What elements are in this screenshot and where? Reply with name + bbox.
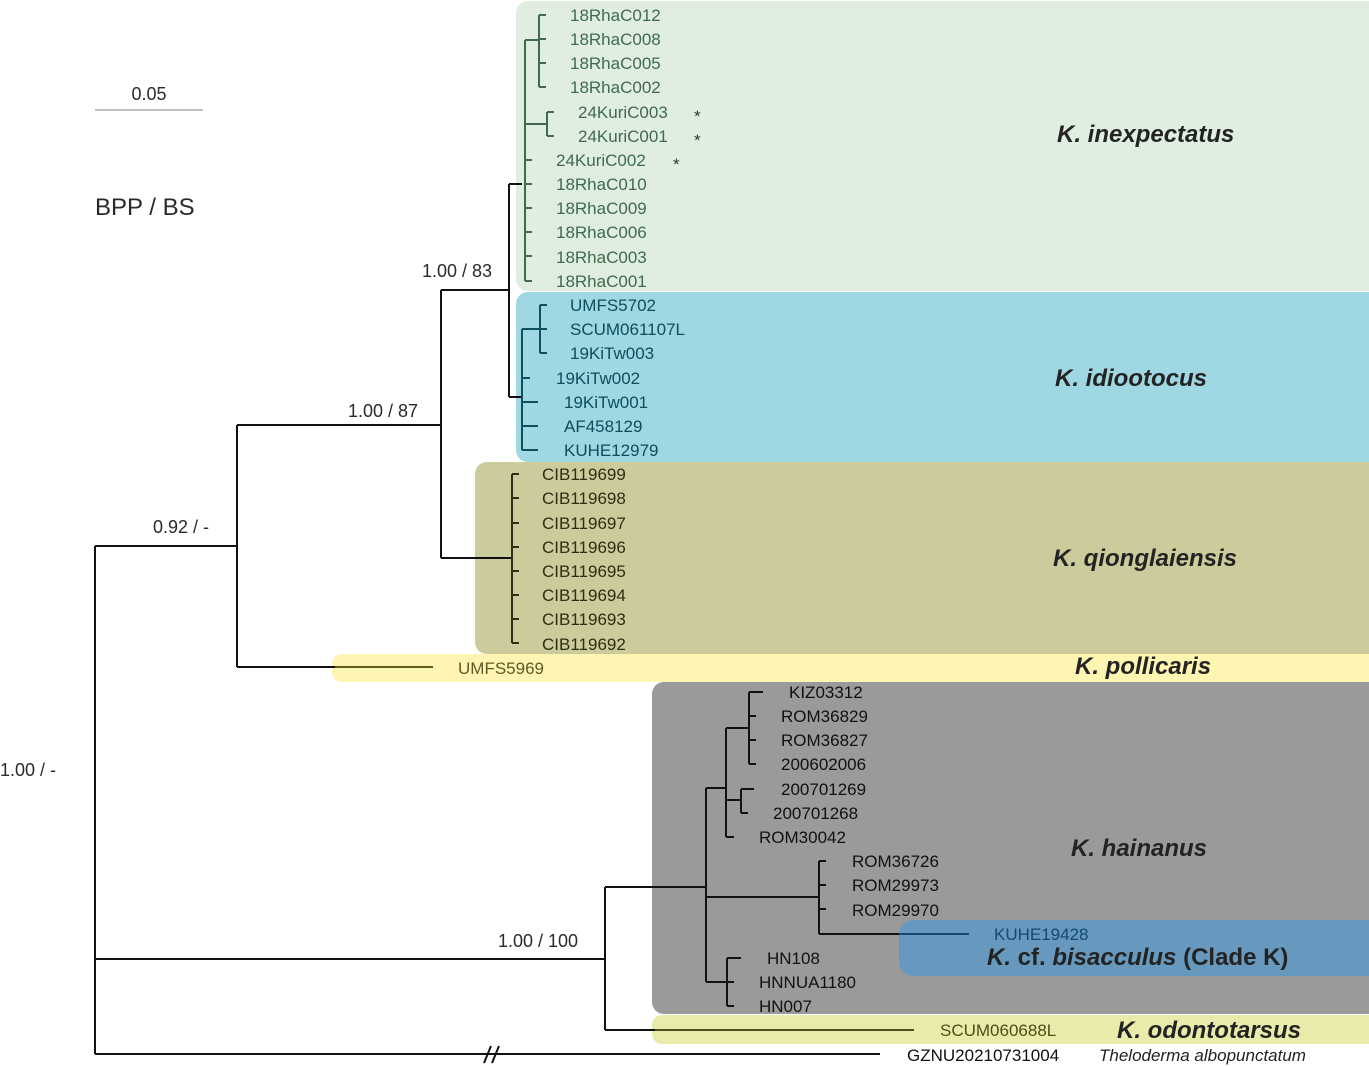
tip-label: GZNU20210731004 (907, 1046, 1059, 1065)
tip-label: HNNUA1180 (759, 973, 856, 992)
inexpectatus-branches (524, 14, 554, 282)
tip-label: ROM36829 (781, 707, 868, 726)
tip-label: ROM29973 (852, 876, 939, 895)
tip-label: CIB119697 (542, 514, 626, 533)
tip-label: SCUM060688L (940, 1021, 1056, 1040)
clade-label-inexpectatus: K. inexpectatus (1057, 121, 1234, 148)
tip-label: 19KiTw003 (570, 344, 654, 363)
clade-label-hainanus: K. hainanus (1071, 835, 1207, 862)
clade-label-qionglaiensis: K. qionglaiensis (1053, 545, 1237, 572)
tip-label: 18RhaC009 (556, 199, 647, 218)
support-legend: BPP / BS (95, 194, 195, 221)
tip-label: HN007 (759, 997, 812, 1016)
tip-label: CIB119695 (542, 562, 626, 581)
tip-label: ROM36827 (781, 731, 868, 750)
tip-label: ROM36726 (852, 852, 939, 871)
support-087: 1.00 / 87 (348, 401, 418, 421)
tip-label: ROM30042 (759, 828, 846, 847)
tip-label: SCUM061107L (570, 320, 685, 339)
tip-label: 18RhaC002 (570, 78, 661, 97)
support-092: 0.92 / - (153, 517, 209, 537)
branch-break-icon (483, 1045, 500, 1064)
clade-box-idiootocus (516, 292, 1369, 462)
idiootocus-branches (521, 304, 547, 451)
scale-bar-label: 0.05 (131, 84, 166, 104)
clade-label-pollicaris: K. pollicaris (1075, 653, 1211, 680)
clade-box-qionglaiensis (475, 462, 1369, 654)
tip-label: 24KuriC001 (578, 127, 668, 146)
clade-box-inexpectatus (516, 1, 1369, 291)
tip-label: 24KuriC003 (578, 103, 668, 122)
clade-label-bisacculus-genus: K. (987, 944, 1011, 971)
tip-label: CIB119693 (542, 610, 626, 629)
tip-label: KIZ03312 (789, 683, 863, 702)
clade-box-odontotarsus (652, 1015, 1369, 1044)
outgroup-species-label: Theloderma albopunctatum (1099, 1046, 1306, 1065)
qionglaiensis-branches (511, 473, 519, 644)
clade-label-odontotarsus: K. odontotarsus (1117, 1017, 1301, 1044)
tip-label: 18RhaC005 (570, 54, 661, 73)
tip-label: 18RhaC010 (556, 175, 647, 194)
tip-label: AF458129 (564, 417, 642, 436)
support-100: 1.00 / 100 (498, 931, 578, 951)
tip-label: CIB119699 (542, 465, 626, 484)
tip-label: UMFS5969 (458, 659, 544, 678)
clade-label-bisacculus: K. cf. bisacculus (Clade K) (987, 944, 1288, 971)
tip-label: CIB119694 (542, 586, 626, 605)
inexpectatus-tips: 18RhaC012 18RhaC008 18RhaC005 18RhaC002 … (556, 6, 668, 291)
tip-label: CIB119692 (542, 635, 626, 654)
tip-label: KUHE19428 (994, 925, 1089, 944)
idiootocus-tips: UMFS5702 SCUM061107L 19KiTw003 19KiTw002… (556, 296, 685, 460)
tip-label: 18RhaC006 (556, 223, 647, 242)
tip-label: KUHE12979 (564, 441, 659, 460)
tip-label: UMFS5702 (570, 296, 656, 315)
tip-label: 19KiTw001 (564, 393, 648, 412)
clade-label-bisacculus-species: bisacculus (1052, 944, 1176, 971)
tip-label: 19KiTw002 (556, 369, 640, 388)
support-root: 1.00 / - (0, 760, 56, 780)
tip-label: CIB119698 (542, 489, 626, 508)
star-icon: * (694, 131, 701, 150)
tip-label: 200602006 (781, 755, 866, 774)
tip-label: 18RhaC001 (556, 272, 647, 291)
star-icon: * (694, 107, 701, 126)
tip-label: 18RhaC003 (556, 248, 647, 267)
star-markers: * * * (673, 107, 701, 174)
tip-label: 200701268 (773, 804, 858, 823)
clade-label-bisacculus-cf: cf. (1011, 944, 1052, 971)
clade-box-bisacculus (899, 920, 1369, 976)
clade-label-bisacculus-suffix: (Clade K) (1176, 944, 1288, 971)
clade-label-idiootocus: K. idiootocus (1055, 365, 1207, 392)
qionglaiensis-tips: CIB119699 CIB119698 CIB119697 CIB119696 … (542, 465, 626, 654)
tip-label: 200701269 (781, 780, 866, 799)
clade-box-pollicaris (332, 654, 1369, 682)
tip-label: 24KuriC002 (556, 151, 646, 170)
tip-label: 18RhaC012 (570, 6, 661, 25)
star-icon: * (673, 155, 680, 174)
tip-label: ROM29970 (852, 901, 939, 920)
tip-label: CIB119696 (542, 538, 626, 557)
hainanus-tips: KIZ03312 ROM36829 ROM36827 200602006 200… (759, 683, 939, 1016)
tip-label: 18RhaC008 (570, 30, 661, 49)
hainanus-branches (705, 691, 899, 1007)
support-083: 1.00 / 83 (422, 261, 492, 281)
tip-label: HN108 (767, 949, 820, 968)
